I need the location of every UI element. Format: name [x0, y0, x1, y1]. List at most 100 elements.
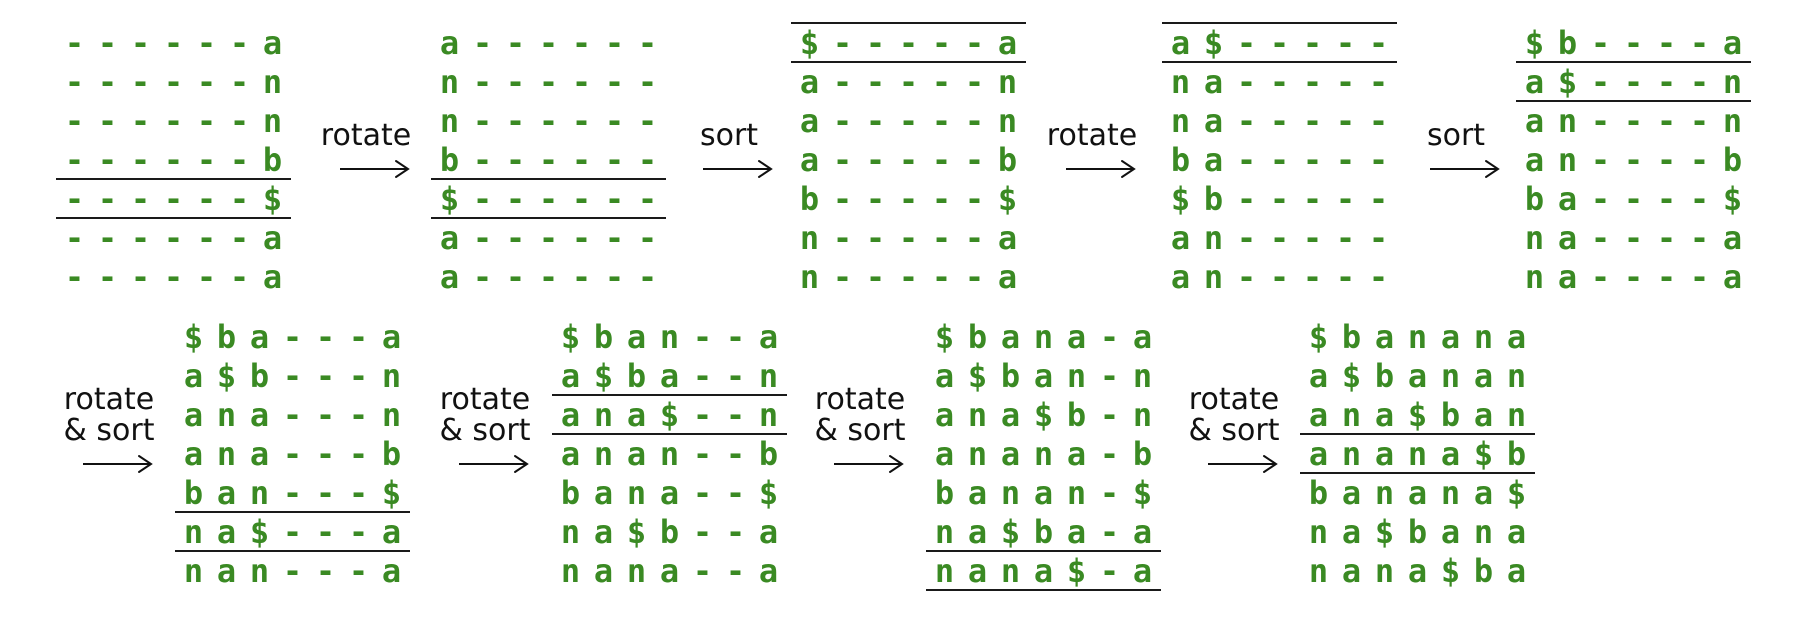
matrix-row: n------ [433, 102, 664, 140]
matrix-cell: - [163, 102, 184, 140]
right-arrow-icon [1066, 160, 1136, 178]
matrix-cell: - [130, 141, 151, 179]
matrix-cell: - [163, 219, 184, 257]
matrix-row: a$----n [1518, 63, 1749, 101]
matrix-cell: b [1132, 435, 1153, 473]
matrix-cell: - [832, 63, 853, 101]
matrix-cell: - [505, 258, 526, 296]
matrix-cell: - [505, 141, 526, 179]
matrix-cell: - [229, 24, 250, 62]
matrix-cell: - [571, 141, 592, 179]
matrix-cell: n [593, 435, 614, 473]
matrix-cell: - [832, 180, 853, 218]
matrix-cell: - [348, 318, 369, 356]
operation-label: rotate [320, 118, 412, 153]
matrix-cell: n [1033, 435, 1054, 473]
matrix-row: ------a [58, 261, 289, 293]
matrix-cell: $ [1440, 552, 1461, 590]
matrix-row: a------ [433, 27, 664, 59]
matrix-cell: a [560, 357, 581, 395]
matrix-cell: a [1341, 513, 1362, 551]
matrix-cell: - [1335, 219, 1356, 257]
matrix-cell: - [1623, 102, 1644, 140]
matrix-cell: n [1722, 63, 1743, 101]
matrix-row: ------$ [58, 180, 289, 218]
matrix-cell: - [163, 141, 184, 179]
matrix-cell: - [315, 357, 336, 395]
matrix-cell: - [130, 180, 151, 218]
matrix-cell: a [967, 474, 988, 512]
matrix-cell: - [1656, 102, 1677, 140]
matrix-cell: - [538, 102, 559, 140]
matrix-cell: - [725, 552, 746, 590]
matrix-cell: - [1236, 180, 1257, 218]
matrix-cell: - [725, 357, 746, 395]
matrix-cell: b [1557, 24, 1578, 62]
operation-label: sort [699, 118, 759, 153]
matrix-cell: - [832, 219, 853, 257]
matrix-cell: n [1557, 141, 1578, 179]
matrix-cell: n [1203, 219, 1224, 257]
matrix-cell: b [799, 180, 820, 218]
matrix-cell: - [315, 552, 336, 590]
matrix-cell: a [1170, 219, 1191, 257]
matrix-cell: - [898, 63, 919, 101]
matrix-cell: - [1099, 435, 1120, 473]
matrix-cell: a [934, 435, 955, 473]
matrix-cell: a [1473, 357, 1494, 395]
matrix-cell: n [659, 435, 680, 473]
matrix-cell: - [964, 180, 985, 218]
matrix-cell: - [637, 219, 658, 257]
matrix-cell: - [1269, 219, 1290, 257]
matrix-cell: n [799, 258, 820, 296]
matrix-cell: n [626, 474, 647, 512]
matrix-cell: - [472, 219, 493, 257]
matrix-cell: n [1033, 318, 1054, 356]
matrix-cell: n [439, 102, 460, 140]
matrix-cell: - [282, 474, 303, 512]
matrix-cell: - [196, 219, 217, 257]
matrix-cell: n [626, 552, 647, 590]
matrix-cell: - [1623, 141, 1644, 179]
matrix-cell: a [1308, 357, 1329, 395]
right-arrow-icon [83, 455, 153, 473]
matrix-cell: - [315, 474, 336, 512]
matrix-cell: n [1203, 258, 1224, 296]
right-arrow-icon [340, 160, 410, 178]
matrix-cell: - [538, 63, 559, 101]
row-separator-line [552, 433, 787, 435]
matrix-cell: - [865, 141, 886, 179]
matrix-cell: - [898, 258, 919, 296]
matrix-cell: - [1269, 24, 1290, 62]
matrix-cell: a [1440, 513, 1461, 551]
matrix-cell: - [229, 102, 250, 140]
matrix-cell: b [439, 141, 460, 179]
matrix-cell: n [593, 396, 614, 434]
matrix-cell: - [130, 219, 151, 257]
matrix-cell: - [64, 24, 85, 62]
matrix-cell: - [1368, 258, 1389, 296]
matrix-cell: $ [1066, 552, 1087, 590]
matrix-cell: a [439, 258, 460, 296]
matrix-cell: - [931, 24, 952, 62]
matrix-cell: - [725, 435, 746, 473]
matrix-cell: n [659, 318, 680, 356]
matrix-cell: - [1590, 141, 1611, 179]
matrix-cell: b [626, 357, 647, 395]
matrix-cell: a [1524, 63, 1545, 101]
matrix-cell: a [593, 552, 614, 590]
matrix-cell: $ [1170, 180, 1191, 218]
matrix-cell: a [1722, 219, 1743, 257]
matrix-cell: - [1302, 258, 1323, 296]
matrix-cell: a [799, 63, 820, 101]
matrix-cell: b [560, 474, 581, 512]
row-separator-line [1162, 61, 1397, 63]
matrix-cell: n [183, 552, 204, 590]
